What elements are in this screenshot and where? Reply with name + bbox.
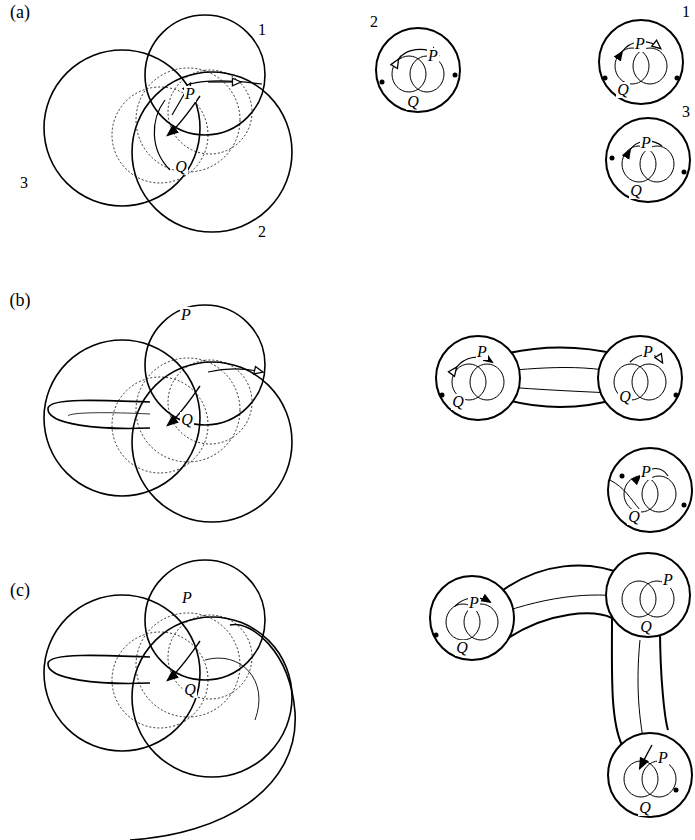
point-label: Q [406,94,420,110]
sphere-number: 1 [681,4,691,20]
point-label: P [634,36,646,52]
point-label: P [662,572,674,588]
point-label: P [657,750,669,766]
part-label: (b) [9,291,32,309]
point-label: Q [618,389,632,405]
point-label: P [181,590,193,606]
point-label: Q [616,82,630,98]
point-label: Q [639,619,653,635]
point-label: Q [627,509,641,525]
part-label: (a) [9,3,31,21]
sphere-number: 3 [681,104,691,120]
point-label: P [468,595,480,611]
sphere-number: 2 [369,14,379,30]
point-label: Q [638,800,652,816]
point-label: Q [629,183,643,199]
point-label: Q [183,682,197,698]
point-label: P [476,344,488,360]
point-label: P [640,464,652,480]
point-label: Q [455,640,469,656]
point-label: P [640,135,652,151]
sphere-number: 2 [257,224,267,240]
part-label: (c) [9,581,31,599]
sphere-number: 3 [19,175,29,191]
point-label: P [642,344,654,360]
point-label: Q [451,394,465,410]
sphere-number: 1 [257,22,267,38]
point-label: P [427,48,439,64]
point-label: P [180,307,192,323]
point-label: Q [174,159,188,175]
point-label: P [184,86,196,102]
point-label: Q [180,412,194,428]
